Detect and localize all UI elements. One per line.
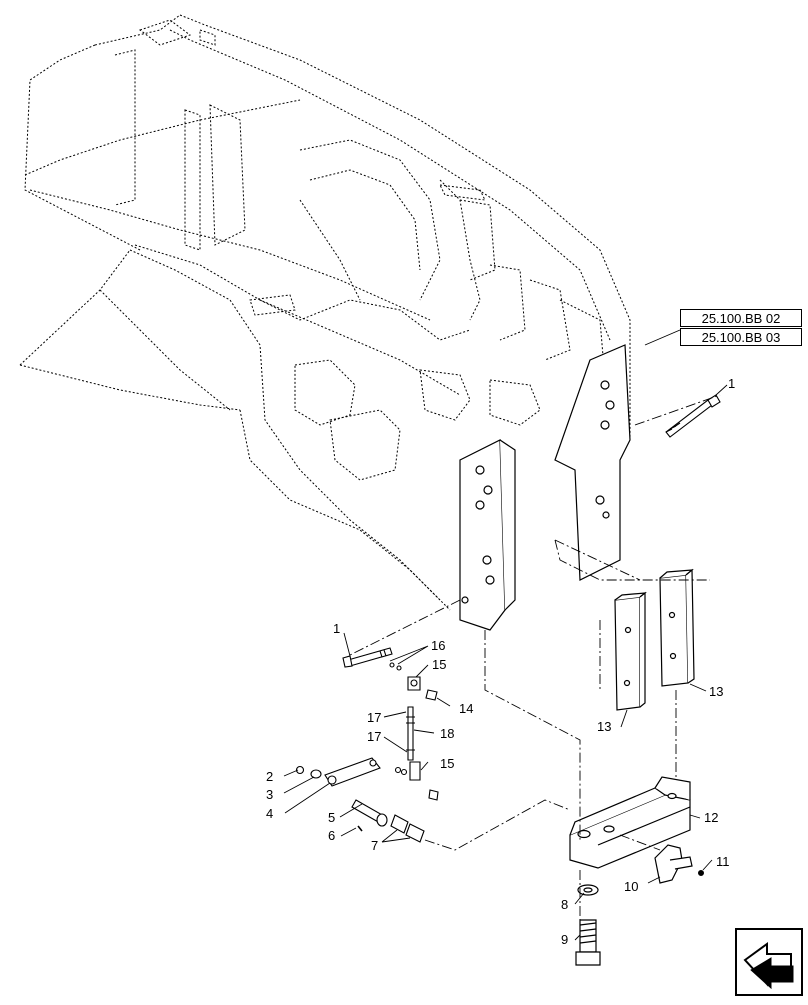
callout-15-lower: 15 (440, 756, 454, 771)
callout-8: 8 (561, 897, 568, 912)
nut-2 (295, 765, 305, 775)
callout-9: 9 (561, 932, 568, 947)
callout-17-upper: 17 (367, 710, 381, 725)
callout-1-upper: 1 (728, 376, 735, 391)
vertical-bolt (575, 919, 601, 966)
assembly-lines (349, 394, 721, 920)
callout-2: 2 (266, 769, 273, 784)
callout-12: 12 (704, 810, 718, 825)
callout-11: 11 (716, 854, 730, 869)
long-bolt-upper (665, 394, 721, 438)
long-bolt-lower (342, 647, 393, 668)
callout-7: 7 (371, 838, 378, 853)
callout-5: 5 (328, 810, 335, 825)
callout-3: 3 (266, 787, 273, 802)
bushing-7b (405, 823, 425, 843)
front-bracket-left (459, 439, 516, 631)
chassis-outline (19, 14, 631, 611)
callout-18: 18 (440, 726, 454, 741)
reference-link-bb02[interactable]: 25.100.BB 02 (680, 309, 802, 327)
flat-washer (577, 884, 599, 896)
callout-17-lower: 17 (367, 729, 381, 744)
callout-6: 6 (328, 828, 335, 843)
threaded-rod-18 (407, 706, 414, 761)
front-bracket-right (554, 344, 631, 581)
callout-14: 14 (459, 701, 473, 716)
small-screw (698, 870, 704, 876)
weight-block-left (614, 591, 647, 711)
reference-link-bb03[interactable]: 25.100.BB 03 (680, 328, 802, 346)
bushing-7a (390, 814, 409, 834)
leader-lines (283, 329, 728, 941)
washer-3 (310, 769, 322, 779)
callout-13-right: 13 (709, 684, 723, 699)
callout-10: 10 (624, 879, 638, 894)
callout-13-left: 13 (597, 719, 611, 734)
retaining-clip (654, 844, 693, 884)
weight-block-right (659, 568, 695, 687)
pin-6 (357, 825, 363, 832)
pin-14 (425, 689, 438, 701)
callout-1-lower: 1 (333, 621, 340, 636)
linkage-parts (295, 662, 439, 843)
callout-labels: 1 1 2 3 4 5 6 7 8 9 10 11 12 13 13 14 15… (266, 376, 735, 947)
support-beam (569, 776, 691, 869)
arrow-glyph (743, 942, 794, 990)
callout-15-upper: 15 (432, 657, 446, 672)
clevis-15b (409, 761, 421, 781)
next-page-arrow-icon[interactable] (735, 928, 803, 996)
callout-4: 4 (266, 806, 273, 821)
callout-16: 16 (431, 638, 445, 653)
